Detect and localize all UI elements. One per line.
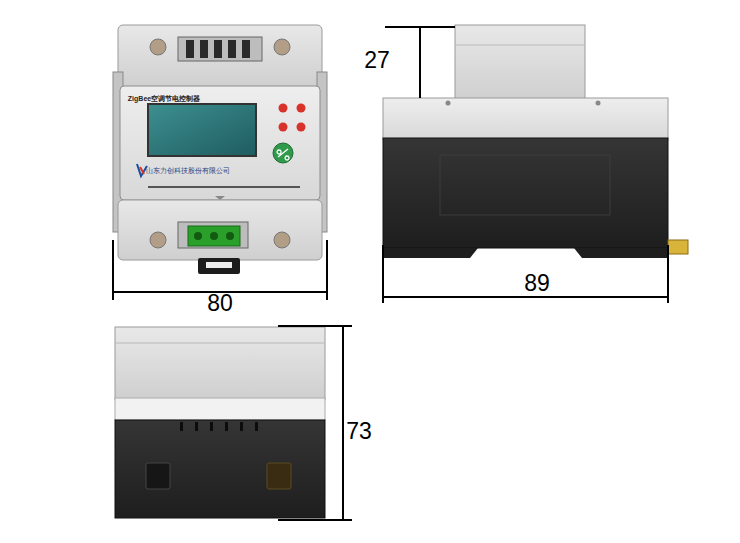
middle-band	[115, 398, 325, 420]
terminal-tab	[668, 240, 688, 254]
dimension-value: 89	[524, 272, 550, 295]
dimension-89	[383, 245, 668, 303]
panel-edge	[115, 343, 325, 344]
din-foot	[574, 248, 668, 258]
dimension-value: 73	[346, 420, 372, 443]
connector-pins	[194, 232, 234, 240]
company-logo	[137, 164, 147, 176]
dimension-27	[385, 27, 455, 98]
terminal-block	[178, 37, 262, 61]
rivet	[596, 101, 601, 106]
din-clip-slot	[206, 262, 232, 268]
device-title: ZigBee空调节电控制器	[128, 95, 200, 102]
panel-slot	[148, 186, 300, 188]
screw	[150, 39, 166, 55]
company-name: 山东力创科技股份有限公司	[146, 167, 230, 174]
vent-slots	[180, 422, 258, 431]
front-view	[113, 25, 327, 274]
green-connector	[188, 226, 240, 246]
green-button	[273, 143, 293, 163]
din-foot	[383, 248, 478, 258]
terminal-screws	[186, 40, 250, 58]
bottom-cap	[118, 200, 322, 260]
rivet	[446, 101, 451, 106]
terminal-hole	[146, 463, 170, 489]
base-recess	[440, 155, 610, 215]
dimension-73	[278, 326, 352, 520]
front-panel-profile	[455, 25, 585, 100]
dimension-value: 80	[207, 292, 233, 315]
screw	[274, 232, 290, 248]
din-clip	[198, 258, 240, 274]
side-view	[383, 25, 688, 258]
red-buttons	[279, 104, 306, 132]
panel-notch	[215, 196, 225, 200]
upper-body	[115, 327, 325, 400]
screw	[274, 39, 290, 55]
lcd-screen	[148, 104, 256, 156]
panel-edge	[455, 45, 585, 46]
top-cap	[118, 25, 322, 87]
connector-housing	[178, 222, 248, 248]
bottom-view	[115, 327, 325, 518]
front-panel	[120, 86, 320, 200]
base-body	[115, 420, 325, 518]
terminal-hole	[267, 463, 291, 489]
base-body	[383, 138, 668, 248]
screw	[150, 232, 166, 248]
button-symbol	[277, 149, 289, 160]
upper-body	[383, 98, 668, 140]
dimension-value: 27	[364, 49, 390, 72]
